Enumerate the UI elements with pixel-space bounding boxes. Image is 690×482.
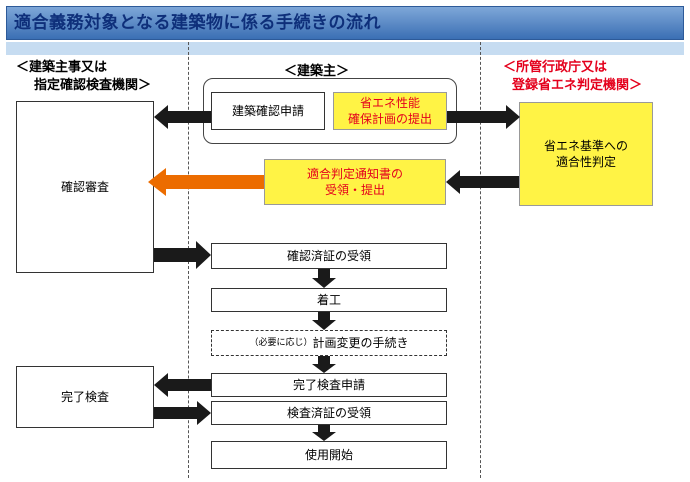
notice-box: 適合判定通知書の 受領・提出 [264, 159, 446, 205]
arrow-down-start-to-change [312, 312, 336, 330]
title-banner [6, 6, 684, 40]
application-label: 建築確認申請 [231, 104, 304, 118]
completion-inspection-label: 完了検査 [60, 390, 109, 404]
left-column-header-line2: 指定確認検査機関＞ [34, 78, 152, 93]
use-start-label: 使用開始 [304, 448, 353, 462]
judgement-line2: 適合性判定 [555, 155, 616, 169]
header-band [6, 42, 684, 55]
arrow-notice-to-review [148, 168, 264, 196]
arrow-down-change-to-apply [312, 356, 336, 373]
arrow-judgement-to-notice [446, 170, 519, 194]
use-start-box: 使用開始 [211, 441, 447, 469]
right-column-header-line1: ＜所管行政庁又は [503, 60, 608, 75]
plan-submission-line2: 確保計画の提出 [347, 112, 432, 126]
inspection-cert-label: 検査済証の受領 [286, 406, 371, 420]
notice-line2: 受領・提出 [324, 183, 385, 197]
column-divider-right [480, 42, 481, 478]
notice-line1: 適合判定通知書の [306, 167, 403, 181]
completion-apply-box: 完了検査申請 [211, 373, 447, 397]
plan-submission-box: 省エネ性能 確保計画の提出 [333, 92, 447, 130]
right-column-header-line2: 登録省エネ判定機関＞ [512, 78, 643, 93]
arrow-submission-to-judgement [447, 105, 520, 129]
judgement-box: 省エネ基準への 適合性判定 [519, 102, 653, 206]
arrow-down-cert-to-start [312, 269, 336, 288]
plan-change-box: （必要に応じ） 計画変更の手続き [211, 330, 447, 356]
cert-receive-box: 確認済証の受領 [211, 243, 447, 269]
plan-submission-line1: 省エネ性能 [359, 96, 420, 110]
arrow-review-to-cert [154, 241, 211, 269]
center-column-header: ＜建築主＞ [284, 64, 350, 79]
start-work-box: 着工 [211, 288, 447, 312]
inspection-cert-box: 検査済証の受領 [211, 401, 447, 425]
arrow-apply-to-inspection [154, 373, 211, 397]
cert-receive-label: 確認済証の受領 [286, 249, 371, 263]
completion-inspection-box: 完了検査 [16, 366, 154, 428]
review-label: 確認審査 [60, 180, 109, 194]
arrow-down-inspection-to-use [312, 425, 336, 441]
plan-change-label: 計画変更の手続き [312, 336, 409, 350]
left-column-header-line1: ＜建築主事又は [16, 60, 108, 75]
arrow-inspection-to-cert [154, 401, 211, 425]
start-work-label: 着工 [316, 293, 341, 307]
review-box: 確認審査 [16, 101, 154, 273]
completion-apply-label: 完了検査申請 [292, 378, 365, 392]
plan-change-note: （必要に応じ） [249, 338, 313, 348]
judgement-line1: 省エネ基準への [543, 139, 628, 153]
arrow-application-to-review [154, 105, 211, 129]
page-title: 適合義務対象となる建築物に係る手続きの流れ [14, 13, 381, 33]
application-box: 建築確認申請 [211, 92, 325, 130]
